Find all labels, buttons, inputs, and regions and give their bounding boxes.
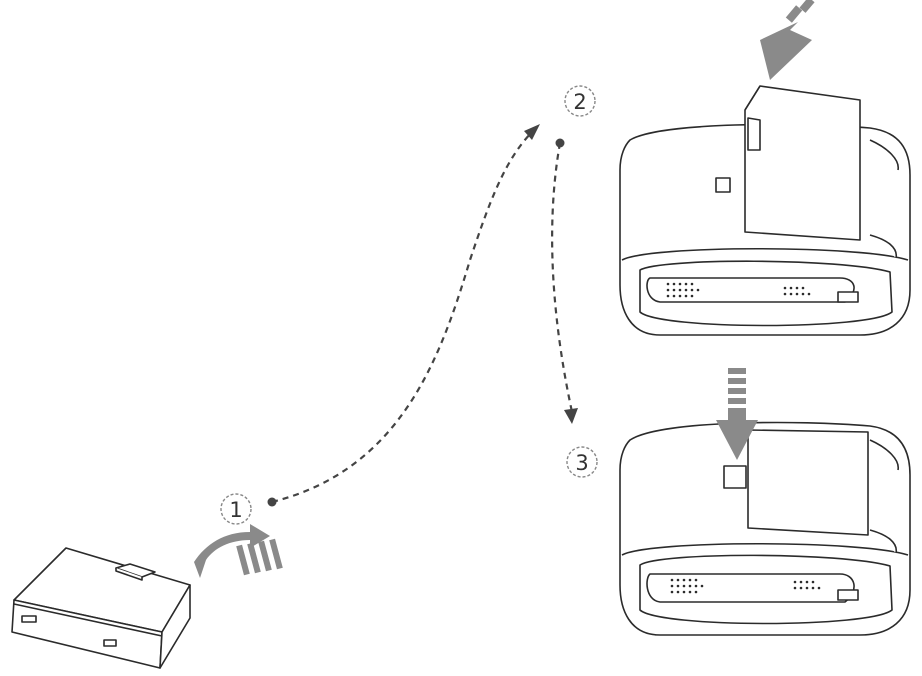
flow-dots	[267, 138, 565, 507]
speaker-grille-right-step3	[793, 580, 821, 590]
flow-path-step1-to-step2	[271, 131, 533, 504]
speaker-grille-left-step2	[666, 282, 700, 298]
step-marker-3: 3	[566, 446, 598, 478]
flow-arrowheads	[524, 124, 578, 424]
step-number-3: 3	[575, 451, 588, 475]
flow-path-step2-to-step3	[551, 142, 574, 413]
printer-icon-step2	[619, 85, 911, 336]
step-marker-1: 1	[220, 493, 252, 525]
press-down-arrow-icon	[716, 368, 758, 460]
speaker-grille-right-step2	[783, 286, 811, 296]
curved-arrow-icon	[194, 524, 283, 578]
arrowhead-to-step2	[524, 124, 540, 140]
flow-path	[271, 131, 574, 504]
step-marker-2: 2	[564, 85, 596, 117]
flow-dot-start	[267, 497, 277, 507]
speaker-grille-left-step3	[670, 578, 704, 594]
insert-arrow-icon	[760, 0, 815, 80]
battery-pack-icon	[11, 547, 191, 669]
arrowhead-to-step3	[564, 408, 578, 424]
step-number-2: 2	[573, 90, 586, 114]
printer-icon-step3	[619, 421, 911, 636]
step-number-1: 1	[229, 498, 242, 522]
flow-dot-mid	[555, 138, 565, 148]
